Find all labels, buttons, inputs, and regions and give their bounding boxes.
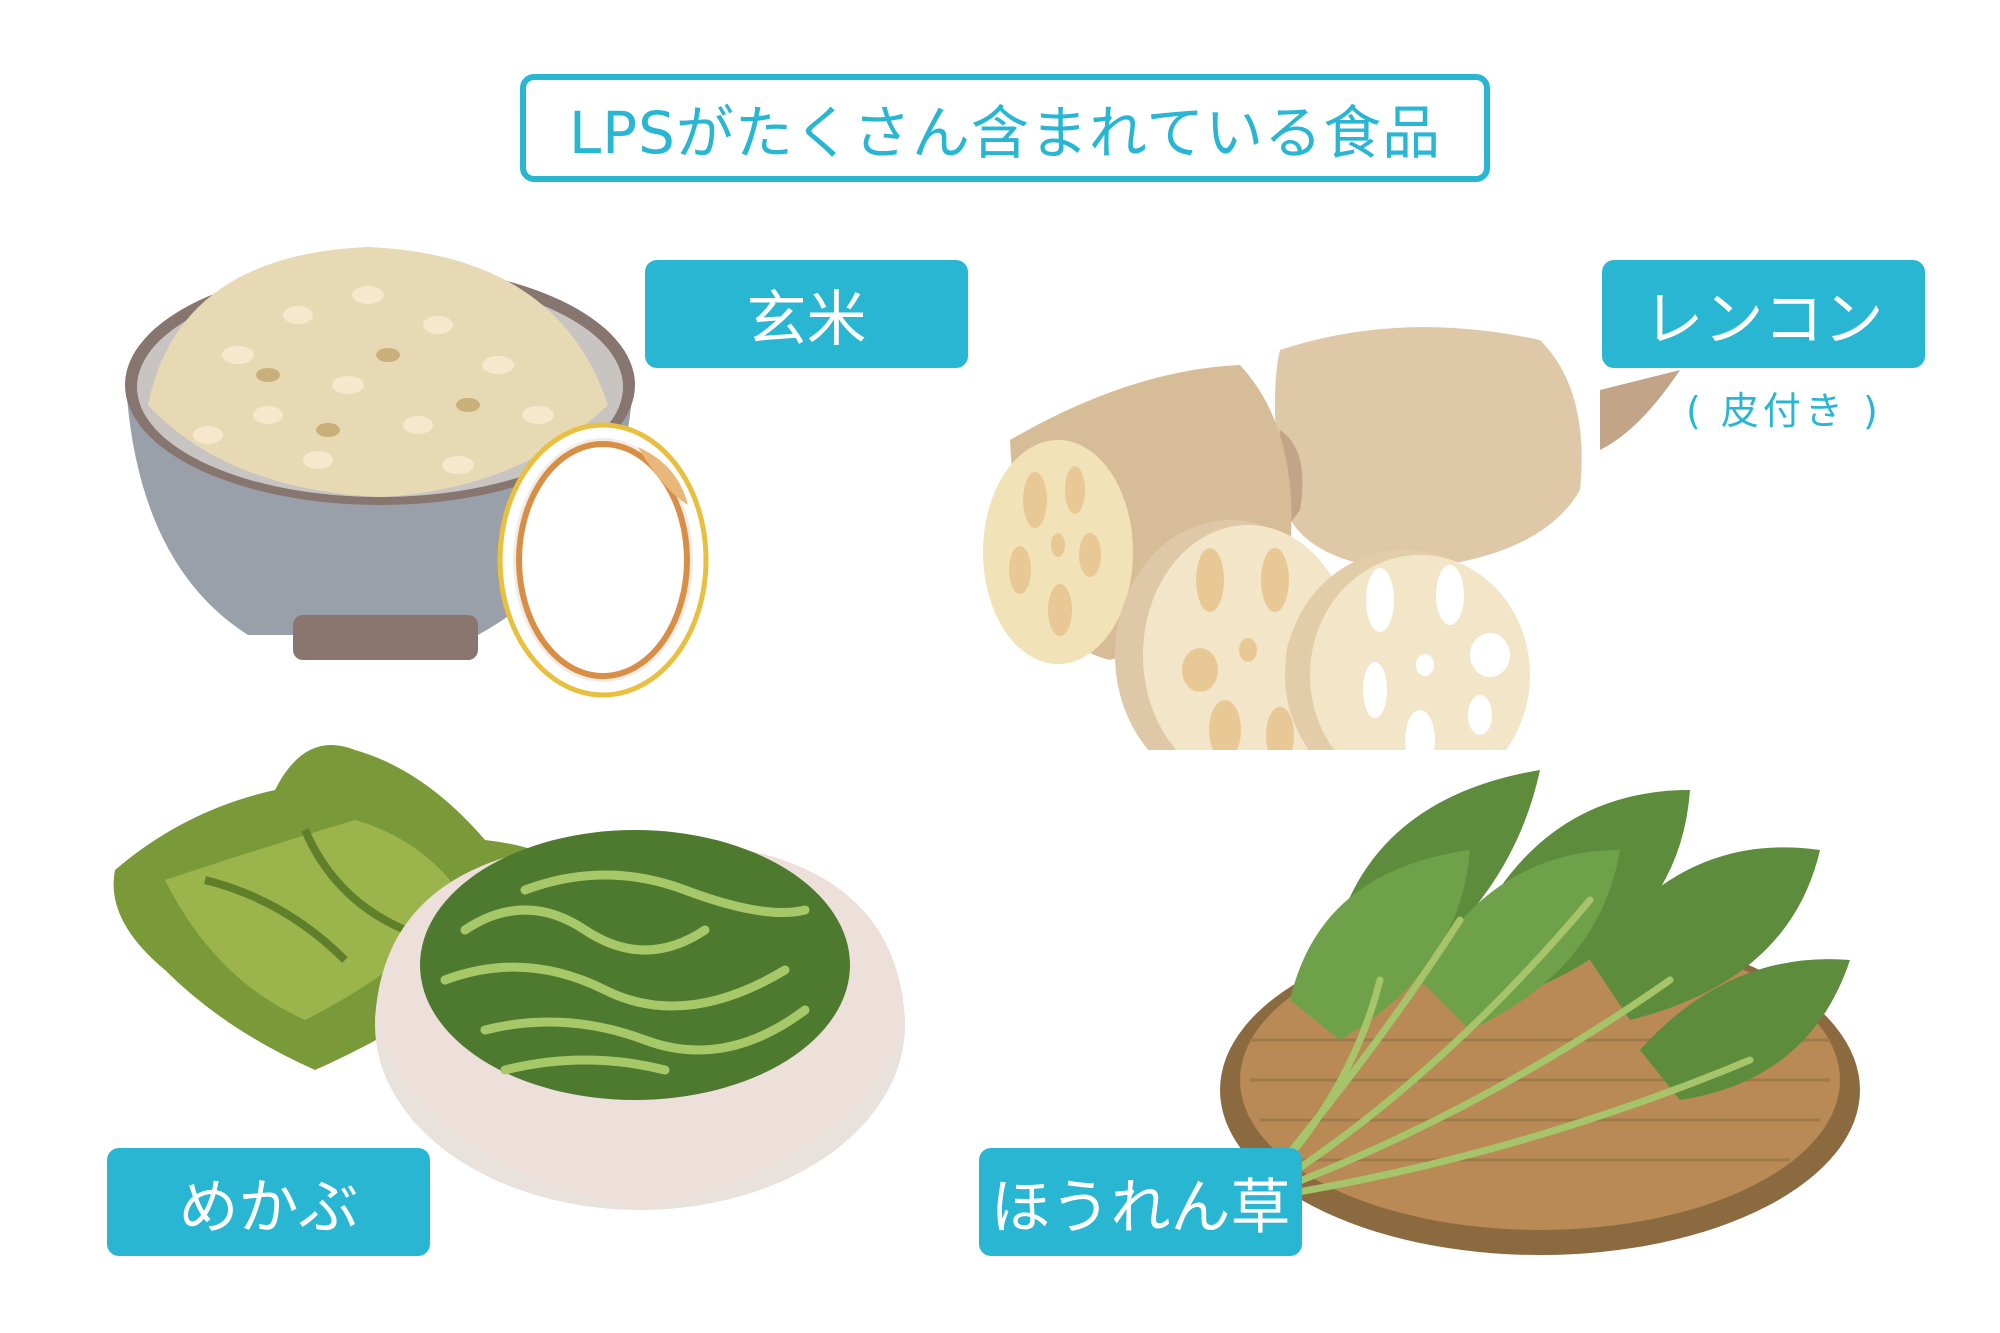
lotus-root-illustration — [983, 327, 1680, 750]
food-label-lotus-root: レンコン — [1602, 260, 1925, 368]
mekabu-illustration — [113, 745, 905, 1210]
food-label-spinach: ほうれん草 — [979, 1148, 1302, 1256]
brown-rice-bowl-illustration — [125, 247, 709, 698]
page-title: LPSがたくさん含まれている食品 — [520, 74, 1490, 182]
spinach-illustration — [1220, 770, 1860, 1255]
food-label-brown-rice: 玄米 — [645, 260, 968, 368]
food-label-mekabu: めかぶ — [107, 1148, 430, 1256]
lotus-root-note: ( 皮付き ) — [1686, 389, 1882, 433]
